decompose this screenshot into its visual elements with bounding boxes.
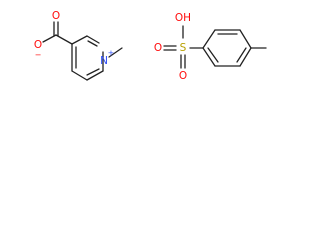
bond-c2-n1-inner [87,40,98,47]
pyridinium-charge-label: + [108,49,115,58]
sulfonyl-oxygen-left-label: O [154,42,162,54]
bond-c3-c2 [71,35,88,45]
bond-c6-c5 [86,70,104,81]
bond-n1-methyl [108,47,123,58]
bond-c2-n1 [86,35,100,44]
bond-ring-c6-c1-inner [207,47,219,63]
tosic-acid-molecule: OH S O O [154,12,267,82]
nicotinate-molecule: O − O N + [34,10,123,81]
bond-ring-c3-c4 [239,29,252,49]
chemical-structure-drawing: O − O N + OH S O O [34,10,267,82]
bond-ring-c4-c5 [239,47,252,67]
bond-c5-c4 [71,70,88,81]
pyridinium-nitrogen-label: N [100,55,108,67]
bond-c6-c5-inner [86,68,100,76]
carbonyl-oxygen-label: O [52,10,60,22]
sulfonyl-oxygen-bottom-label: O [179,70,187,82]
bond-c3-carboxyl [55,34,73,45]
carboxylate-charge-label: − [35,51,42,60]
bond-ring-c4-c5-inner [236,47,247,63]
sulfur-label: S [180,42,187,54]
carboxylate-oxygen-label: O [34,39,42,51]
bond-ring-c1-c2 [202,29,216,49]
bond-ring-c6-c1 [202,47,216,67]
hydroxyl-label: OH [175,12,191,24]
